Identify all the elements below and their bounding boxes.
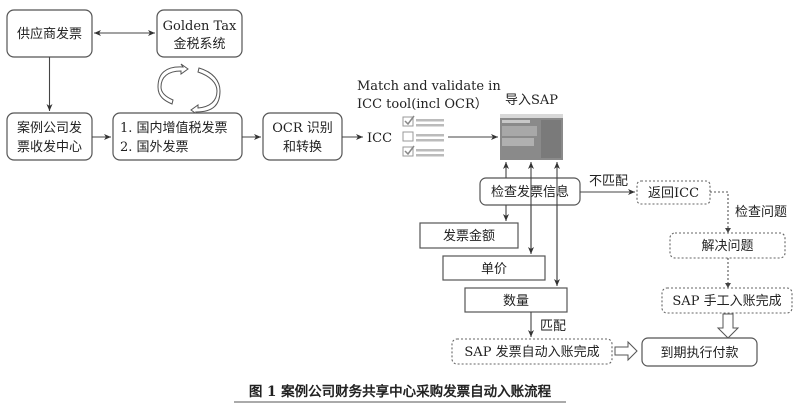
- hollow-arrow-down: [716, 313, 740, 339]
- checklist-icon: [402, 115, 444, 157]
- node-receiving-center: 案例公司发 票收发中心: [6, 112, 93, 161]
- receiving-center-line1: 案例公司发: [17, 120, 82, 136]
- hollow-arrow-right: [614, 340, 638, 362]
- not-match-label: 不匹配: [589, 174, 628, 189]
- supplier-invoice-label: 供应商发票: [17, 26, 82, 42]
- golden-tax-cn: 金税系统: [173, 36, 225, 52]
- node-ocr: OCR 识别 和转换: [262, 112, 343, 161]
- node-sap-manual: SAP 手工入账完成: [661, 287, 793, 314]
- dotted-arrow-to-resolve: [710, 191, 729, 230]
- golden-tax-en: Golden Tax: [163, 19, 237, 34]
- quantity-label: 数量: [503, 294, 529, 309]
- node-check-invoice: 检查发票信息: [479, 177, 581, 206]
- match-validate-line1: Match and validate in: [357, 79, 501, 94]
- import-sap-label: 导入SAP: [505, 93, 558, 108]
- ocr-line1: OCR 识别: [272, 121, 333, 136]
- match-validate-line2: ICC tool(incl OCR）: [357, 97, 488, 112]
- payment-due-label: 到期执行付款: [660, 346, 738, 361]
- node-resolve-issue: 解决问题: [669, 232, 786, 259]
- sap-screenshot-image: [500, 114, 563, 160]
- match-label: 匹配: [540, 319, 566, 334]
- check-issue-label: 检查问题: [735, 205, 787, 220]
- invoice-types-line2: 2. 国外发票: [120, 139, 189, 155]
- receiving-center-line2: 票收发中心: [17, 139, 82, 155]
- cycle-arrows-icon: [157, 63, 221, 116]
- ocr-line2: 和转换: [283, 140, 322, 155]
- node-supplier-invoice: 供应商发票: [6, 9, 93, 58]
- node-invoice-amount: 发票金额: [419, 222, 519, 249]
- node-return-icc: 返回ICC: [636, 180, 711, 205]
- node-quantity: 数量: [464, 287, 568, 313]
- node-invoice-types: 1. 国内增值税发票 2. 国外发票: [112, 112, 243, 161]
- resolve-issue-label: 解决问题: [701, 239, 753, 254]
- invoice-amount-label: 发票金额: [443, 228, 495, 244]
- figure-caption: 图 1 案例公司财务共享中心采购发票自动入账流程: [249, 383, 552, 400]
- check-invoice-label: 检查发票信息: [491, 184, 569, 200]
- sap-auto-label: SAP 发票自动入账完成: [464, 344, 599, 360]
- unit-price-label: 单价: [481, 262, 507, 277]
- node-golden-tax: Golden Tax 金税系统: [156, 9, 243, 58]
- node-unit-price: 单价: [442, 255, 546, 281]
- node-sap-auto: SAP 发票自动入账完成: [451, 338, 613, 365]
- return-icc-label: 返回ICC: [648, 186, 699, 201]
- invoice-types-line1: 1. 国内增值税发票: [120, 120, 228, 136]
- sap-manual-label: SAP 手工入账完成: [672, 294, 781, 309]
- icc-label: ICC: [367, 131, 392, 146]
- node-payment-due: 到期执行付款: [641, 337, 758, 367]
